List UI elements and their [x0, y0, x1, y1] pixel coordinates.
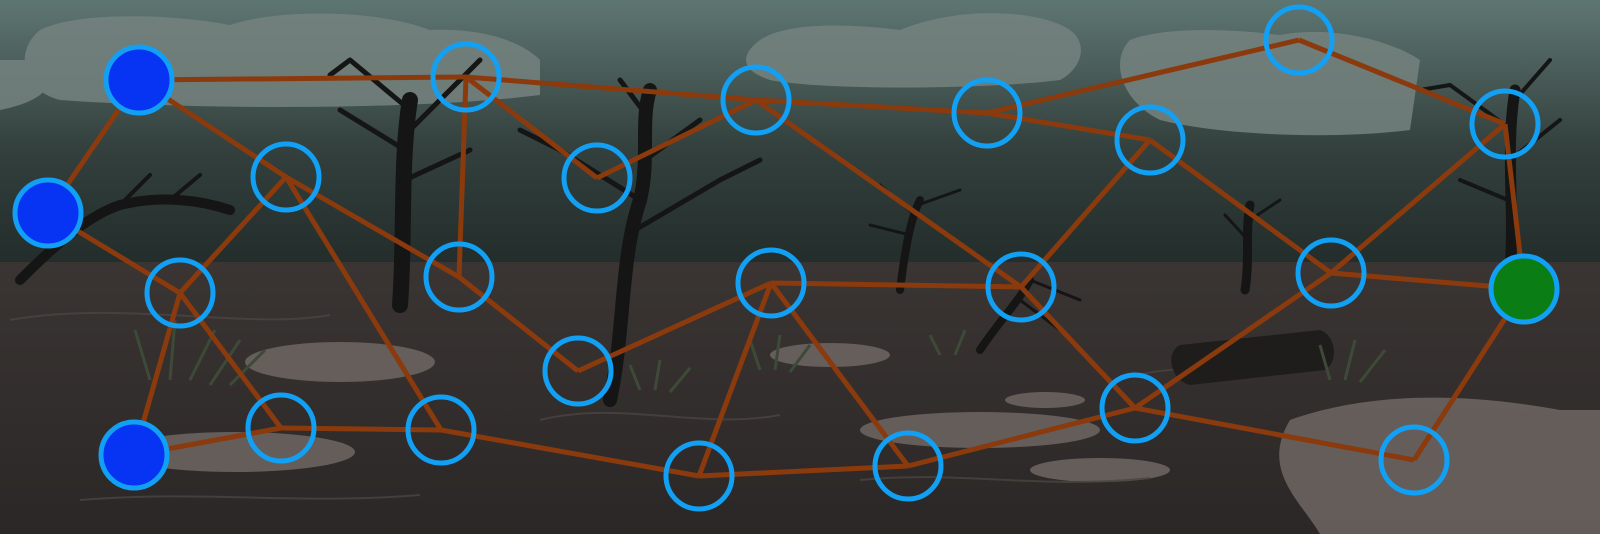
edge-n15-n16: [1019, 285, 1137, 410]
edge-n11-n15: [754, 97, 1023, 290]
empty-node[interactable]: [1295, 237, 1367, 309]
edge-n14-n16: [907, 405, 1136, 469]
empty-node[interactable]: [430, 41, 502, 113]
edge-n3-n5: [178, 175, 288, 295]
edge-n11-n18: [755, 97, 988, 116]
edge-n6-n10: [464, 75, 599, 180]
goal-node[interactable]: [1488, 253, 1560, 325]
edge-n19-n17: [1148, 137, 1333, 276]
edge-n7-n12: [440, 427, 700, 479]
edge-n21-n20: [1298, 37, 1506, 127]
empty-node[interactable]: [542, 335, 614, 407]
edge-n6-n11: [465, 74, 757, 103]
empty-node[interactable]: [720, 64, 792, 136]
empty-node[interactable]: [735, 247, 807, 319]
edge-n3-n4: [177, 291, 284, 430]
empty-node[interactable]: [1114, 104, 1186, 176]
empty-node[interactable]: [561, 142, 633, 214]
edge-n10-n11: [595, 97, 758, 181]
empty-node[interactable]: [144, 257, 216, 329]
edge-n16-n17: [1133, 270, 1333, 411]
empty-node[interactable]: [663, 440, 735, 512]
empty-node[interactable]: [245, 392, 317, 464]
empty-node[interactable]: [872, 430, 944, 502]
edge-n5-n7: [283, 175, 444, 432]
player-node[interactable]: [103, 44, 175, 116]
empty-node[interactable]: [423, 241, 495, 313]
empty-node[interactable]: [1469, 88, 1541, 160]
puddles: [115, 342, 1600, 534]
empty-node[interactable]: [250, 141, 322, 213]
player-node[interactable]: [98, 419, 170, 491]
empty-node[interactable]: [985, 251, 1057, 323]
player-node[interactable]: [12, 177, 84, 249]
edge-n13-n15: [770, 280, 1022, 290]
edge-n0-n6: [138, 74, 467, 83]
edge-n16-n22: [1134, 405, 1415, 463]
fallen-log: [1171, 330, 1335, 385]
empty-node[interactable]: [1378, 424, 1450, 496]
grass: [133, 319, 1387, 393]
edge-n13-n14: [768, 281, 911, 468]
edge-n4-n7: [280, 425, 442, 433]
edge-n18-n19: [986, 110, 1151, 143]
edge-n9-n8: [457, 275, 580, 373]
empty-node[interactable]: [1099, 372, 1171, 444]
empty-node[interactable]: [1263, 4, 1335, 76]
empty-node[interactable]: [405, 394, 477, 466]
edge-n17-n20: [1329, 122, 1507, 275]
empty-node[interactable]: [951, 77, 1023, 149]
edge-n18-n21: [986, 37, 1300, 116]
nodes: [12, 4, 1560, 512]
